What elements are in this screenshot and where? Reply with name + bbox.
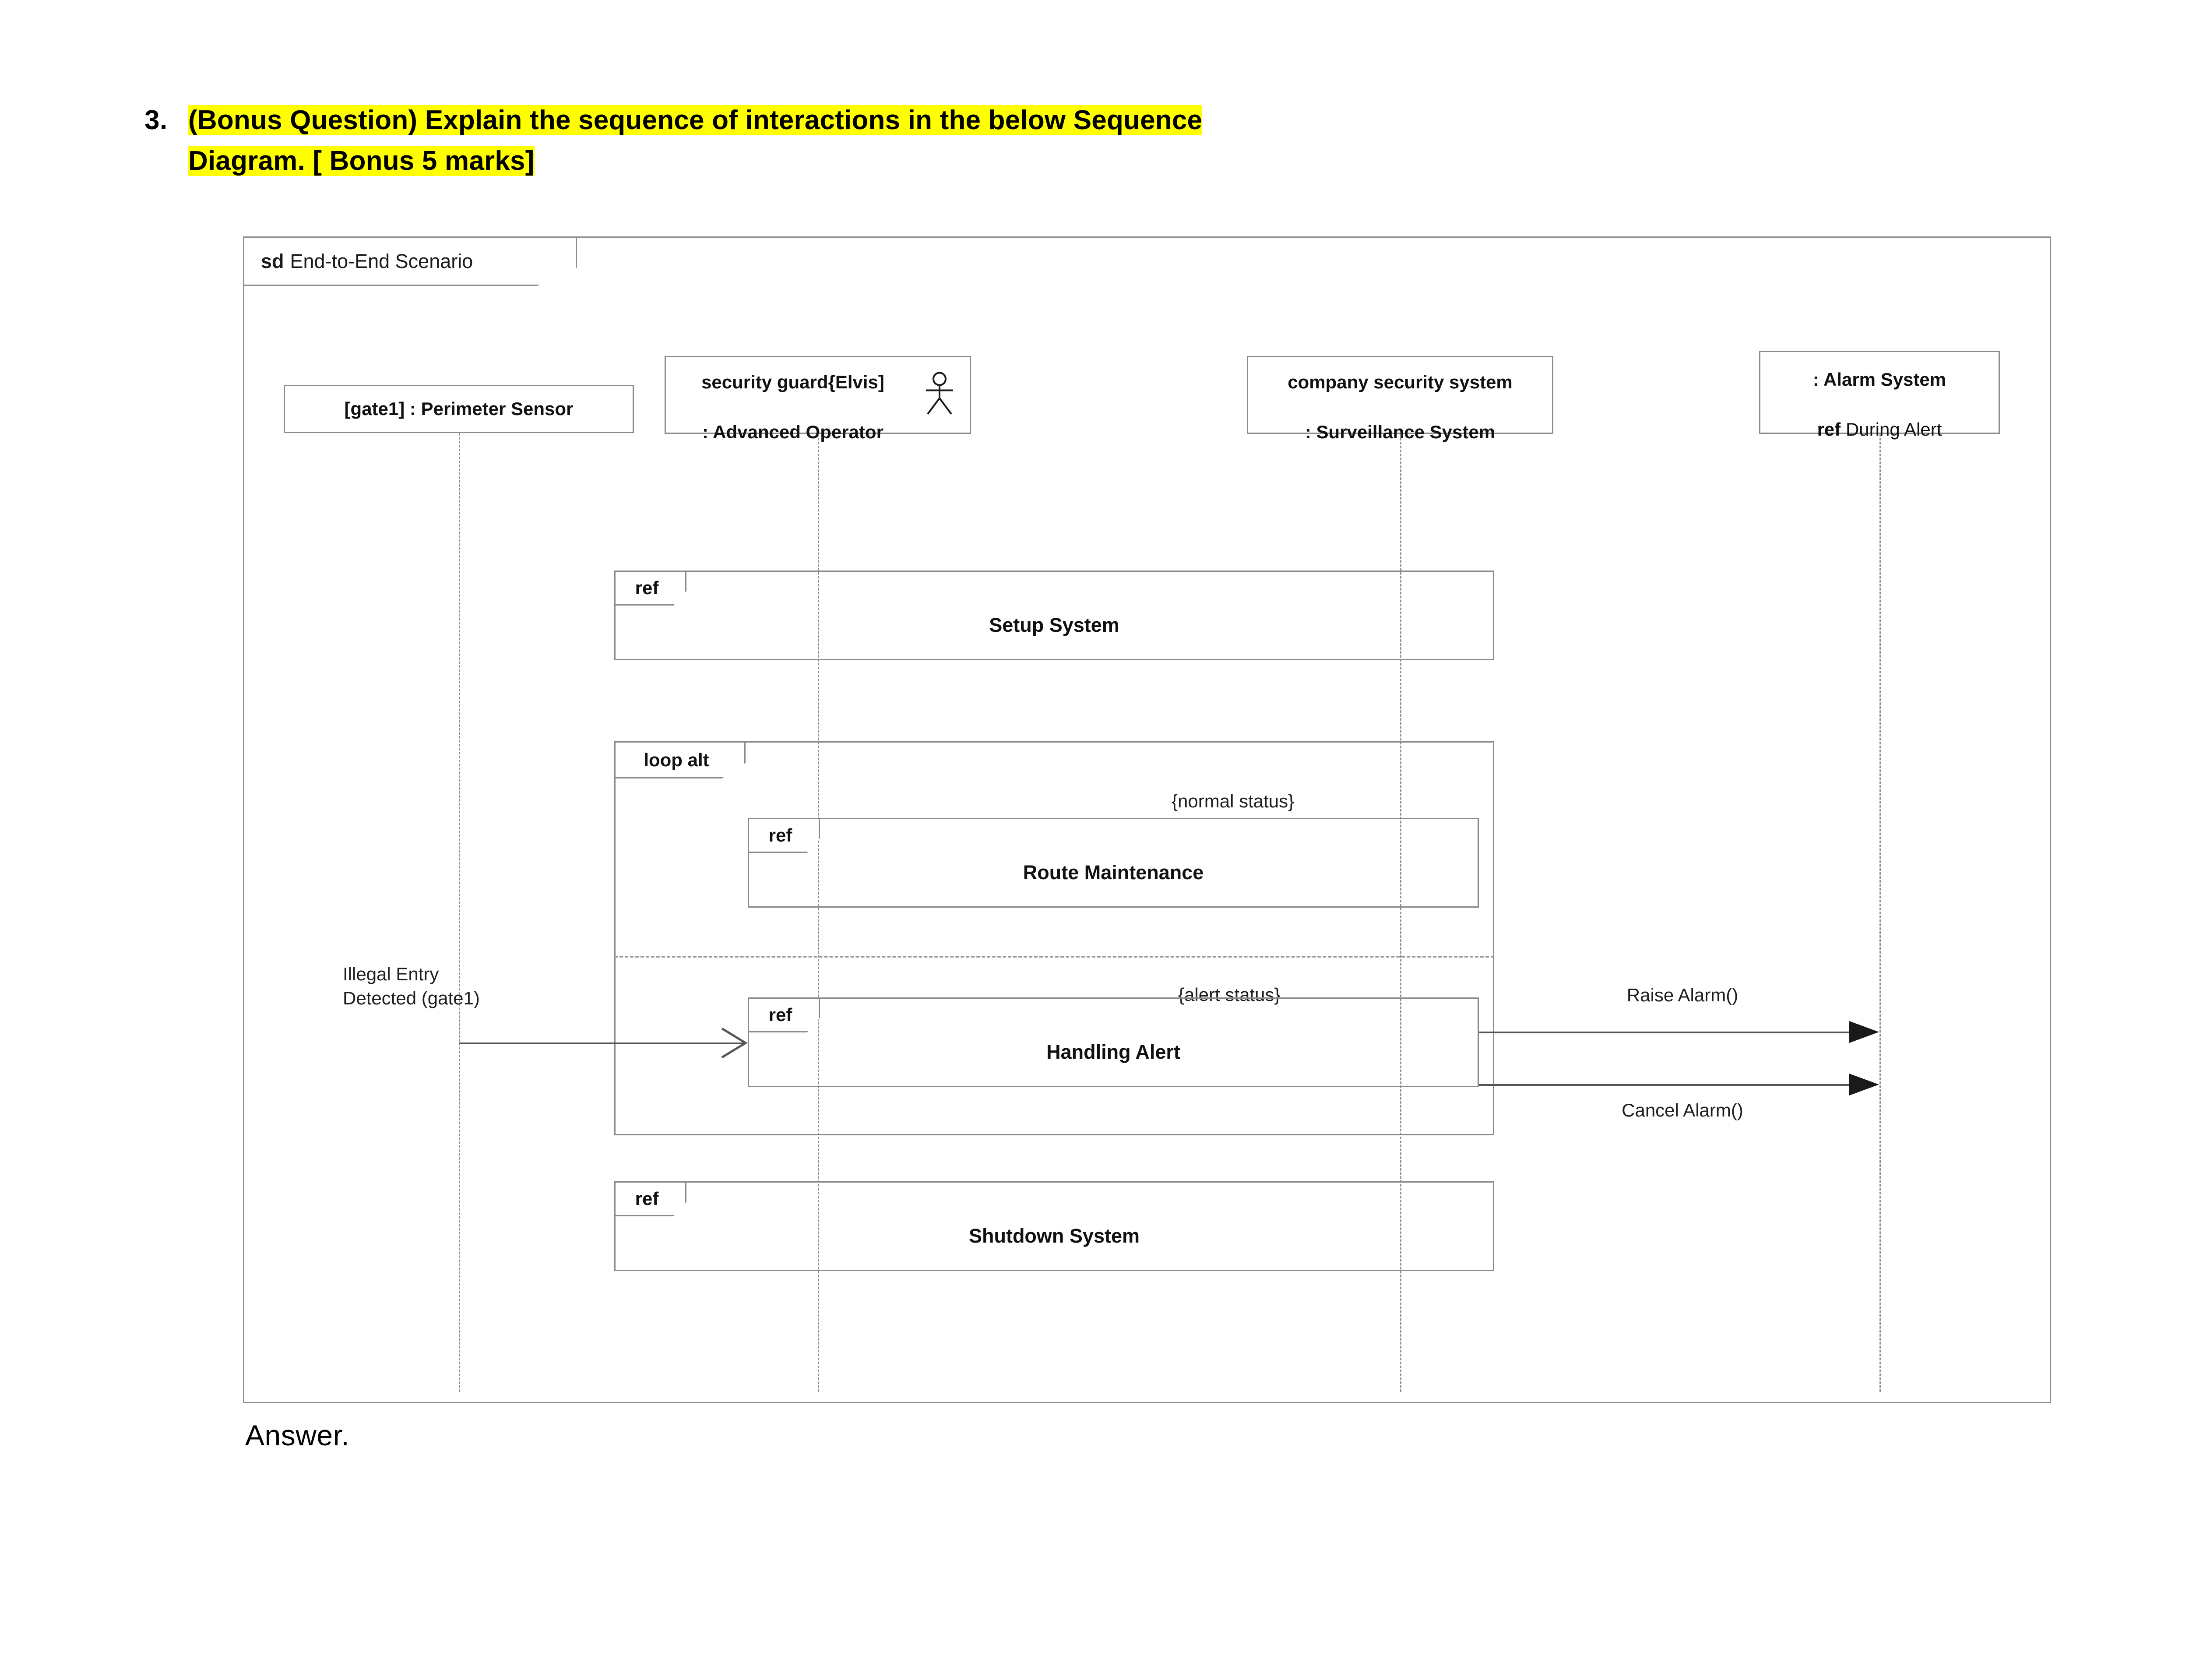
lifeline-label-security-guard-line2: : Advanced Operator	[702, 421, 883, 442]
message-line-raise-alarm	[1479, 1032, 1869, 1033]
fragment-title-route-maintenance: Route Maintenance	[1023, 861, 1204, 884]
lifeline-label-alarm-system-line1: : Alarm System	[1812, 369, 1946, 390]
fragment-handling-alert[interactable]: ref Handling Alert	[748, 997, 1479, 1087]
message-label-illegal-entry: Illegal Entry Detected (gate1)	[343, 964, 480, 1008]
lifeline-alarm-ref-name: During Alert	[1845, 419, 1942, 440]
fragment-tag-handling-alert: ref	[748, 997, 820, 1032]
question-line-2: Diagram. [ Bonus 5 marks]	[144, 144, 2189, 179]
question-text-line-2: Diagram. [ Bonus 5 marks]	[188, 144, 2189, 179]
fragment-loop-alt[interactable]: loop alt {normal status} {alert status}	[614, 741, 1494, 1135]
fragment-title-shutdown-system: Shutdown System	[968, 1225, 1140, 1247]
lifeline-label-company-security-system-line1: company security system	[1288, 372, 1513, 393]
fragment-route-maintenance[interactable]: ref Route Maintenance	[748, 818, 1479, 908]
frame-name: End-to-End Scenario	[290, 250, 473, 272]
message-label-raise-alarm: Raise Alarm()	[1626, 985, 1739, 1005]
question-block: 3. (Bonus Question) Explain the sequence…	[144, 103, 2189, 179]
fragment-title-setup-system: Setup System	[989, 614, 1119, 636]
alt-separator	[614, 956, 1494, 958]
lifeline-head-company-security-system[interactable]: company security system : Surveillance S…	[1247, 356, 1553, 442]
arrowhead-filled-cancel-alarm	[1847, 1071, 1882, 1100]
fragment-title-handling-alert: Handling Alert	[1046, 1041, 1180, 1063]
lifeline-label-perimeter-sensor: [gate1] : Perimeter Sensor	[344, 398, 574, 419]
sequence-diagram-frame: sd End-to-End Scenario [gate1] : Perimet…	[243, 236, 2051, 1403]
lifeline-label-security-guard-line1: security guard{Elvis]	[701, 372, 884, 393]
lifeline-head-perimeter-sensor[interactable]: [gate1] : Perimeter Sensor	[284, 385, 634, 433]
message-line-illegal-entry	[459, 1043, 746, 1044]
lifeline-label-security-guard: security guard{Elvis] : Advanced Operato…	[694, 345, 941, 445]
guard-normal-status: {normal status}	[1172, 791, 1295, 811]
question-line-1: 3. (Bonus Question) Explain the sequence…	[144, 103, 2189, 138]
fragment-tag-setup-system: ref	[614, 571, 686, 606]
actor-stick-figure-icon	[922, 371, 957, 419]
message-line-cancel-alarm	[1479, 1084, 1869, 1086]
question-highlight-line-2: Diagram. [ Bonus 5 marks]	[188, 145, 535, 176]
message-label-cancel-alarm: Cancel Alarm()	[1622, 1100, 1743, 1120]
question-text-line-1: (Bonus Question) Explain the sequence of…	[188, 103, 2189, 138]
lifeline-dash-security-guard	[818, 434, 819, 1392]
guard-alert-status: {alert status}	[1178, 984, 1281, 1005]
fragment-tag-route-maintenance: ref	[748, 818, 820, 853]
lifeline-dash-company-security-system	[1400, 434, 1401, 1392]
fragment-tag-loop-alt: loop alt	[614, 741, 746, 778]
question-highlight-line-1: (Bonus Question) Explain the sequence of…	[188, 105, 1203, 135]
question-number: 3.	[144, 105, 168, 135]
lifeline-label-company-security-system-line2: : Surveillance System	[1305, 421, 1496, 442]
answer-label: Answer.	[245, 1419, 350, 1451]
frame-name-tag: sd End-to-End Scenario	[244, 238, 577, 286]
lifeline-dash-alarm-system	[1879, 434, 1881, 1392]
fragment-shutdown-system[interactable]: ref Shutdown System	[614, 1181, 1494, 1271]
lifeline-head-security-guard[interactable]: security guard{Elvis] : Advanced Operato…	[665, 356, 971, 442]
lifeline-label-alarm-system: : Alarm System ref During Alert	[1806, 343, 1953, 442]
lifeline-label-company-security-system: company security system : Surveillance S…	[1281, 345, 1520, 445]
lifeline-head-alarm-system[interactable]: : Alarm System ref During Alert	[1759, 351, 2000, 440]
arrowhead-open-illegal-entry	[718, 1025, 749, 1063]
lifeline-alarm-ref-keyword: ref	[1817, 419, 1841, 440]
lifeline-dash-perimeter-sensor	[459, 433, 460, 1392]
frame-keyword: sd	[261, 250, 284, 272]
fragment-tag-shutdown-system: ref	[614, 1181, 686, 1216]
fragment-setup-system[interactable]: ref Setup System	[614, 571, 1494, 660]
arrowhead-filled-raise-alarm	[1847, 1018, 1882, 1048]
